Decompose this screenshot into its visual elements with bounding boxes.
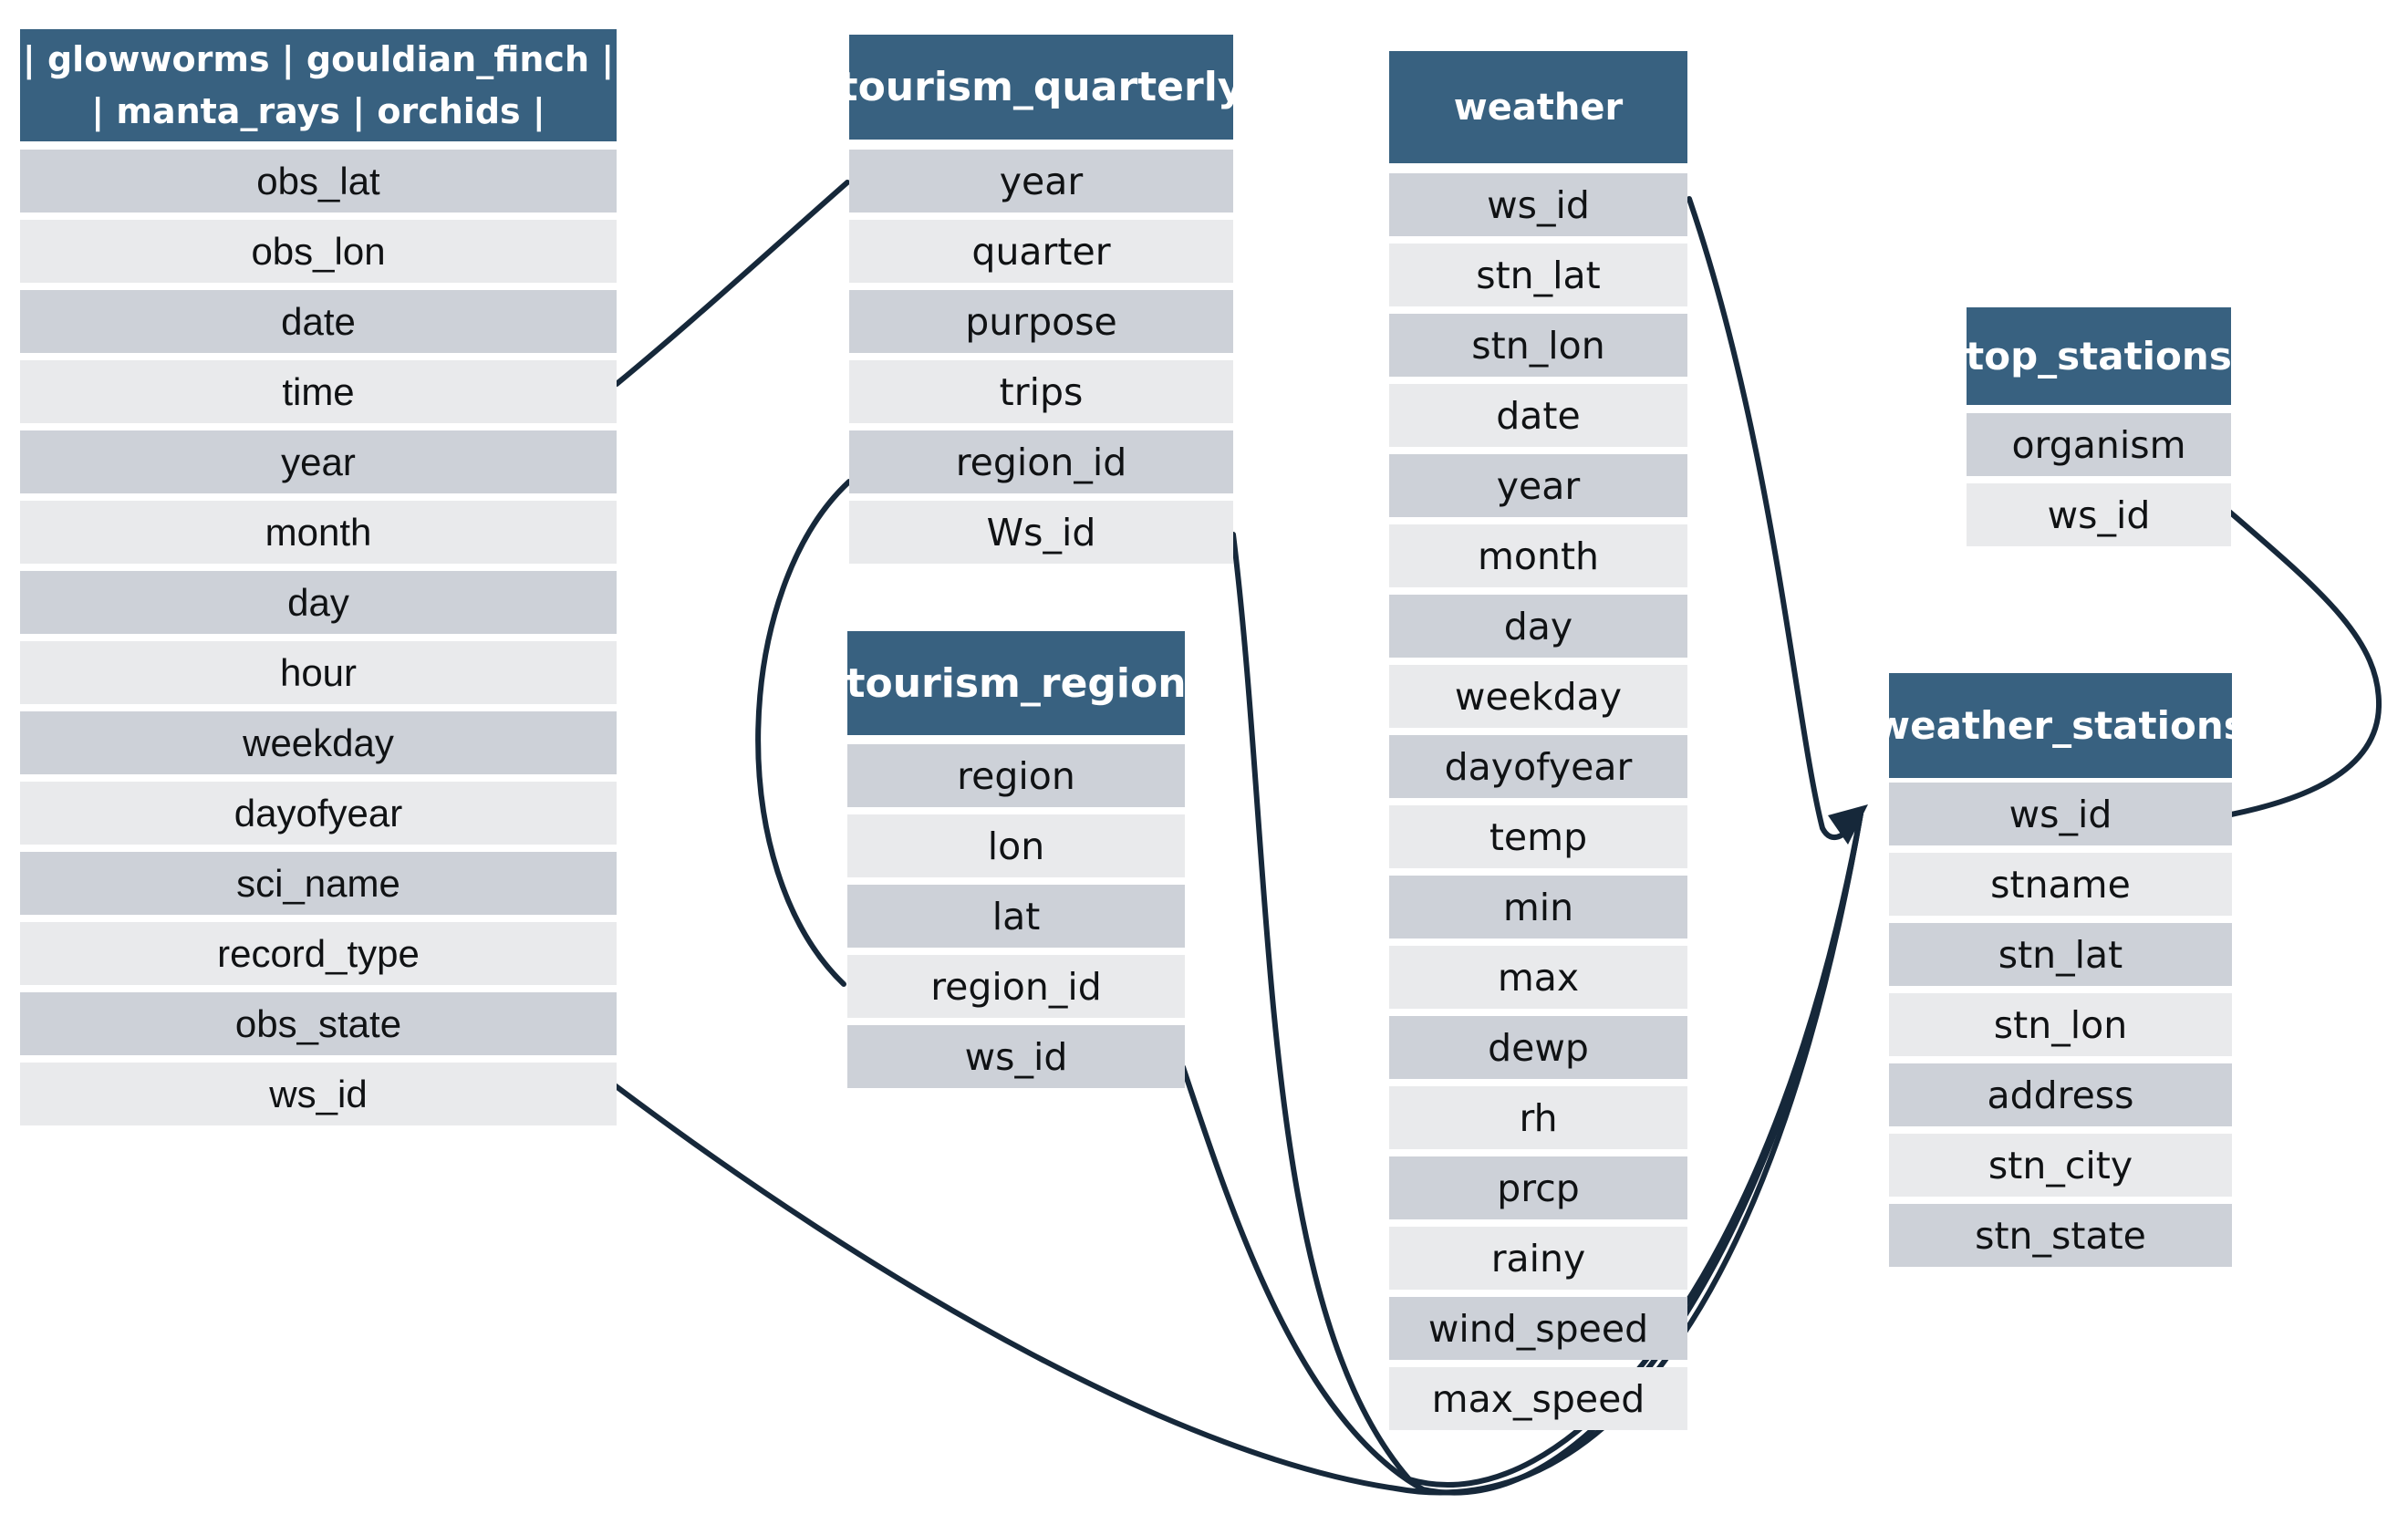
column-row-tourism_region-lat: lat: [847, 885, 1185, 948]
connector-observations-ws_id__weather_stations-ws_id: [612, 811, 1863, 1496]
column-row-tourism_quarterly-purpose: purpose: [849, 290, 1233, 353]
column-row-weather-max: max: [1389, 946, 1687, 1009]
column-row-observations-weekday: weekday: [20, 711, 617, 774]
column-row-tourism_region-ws_id: ws_id: [847, 1025, 1185, 1088]
table-header-tourism_quarterly: tourism_quarterly: [839, 35, 1243, 140]
column-row-tourism_quarterly-Ws_id: Ws_id: [849, 501, 1233, 564]
table-title-line: top_stations: [1966, 334, 2232, 378]
column-row-tourism_quarterly-year: year: [849, 150, 1233, 213]
column-row-observations-obs_lat: obs_lat: [20, 150, 617, 213]
column-row-tourism_quarterly-trips: trips: [849, 360, 1233, 423]
table-title-line: weather: [1453, 86, 1624, 129]
table-observations: | glowworms | gouldian_finch | | manta_ra…: [20, 29, 617, 1125]
column-row-observations-hour: hour: [20, 641, 617, 704]
column-row-observations-dayofyear: dayofyear: [20, 782, 617, 845]
column-row-weather-max_speed: max_speed: [1389, 1367, 1687, 1430]
table-title-line: | glowworms | gouldian_finch |: [22, 38, 615, 79]
column-row-weather-ws_id: ws_id: [1389, 173, 1687, 236]
column-row-weather_stations-stn_state: stn_state: [1889, 1204, 2232, 1267]
column-row-weather-wind_speed: wind_speed: [1389, 1297, 1687, 1360]
column-row-tourism_region-lon: lon: [847, 814, 1185, 877]
column-row-weather-month: month: [1389, 524, 1687, 587]
column-row-weather-dayofyear: dayofyear: [1389, 735, 1687, 798]
column-row-weather_stations-address: address: [1889, 1063, 2232, 1126]
table-header-weather: weather: [1389, 51, 1687, 163]
table-title-line: | manta_rays | orchids |: [91, 90, 545, 131]
column-row-observations-month: month: [20, 501, 617, 564]
column-row-tourism_region-region: region: [847, 744, 1185, 807]
column-row-observations-day: day: [20, 571, 617, 634]
column-row-observations-time: time: [20, 360, 617, 423]
table-header-weather_stations: weather_stations: [1874, 673, 2247, 778]
column-row-weather_stations-stn_city: stn_city: [1889, 1134, 2232, 1197]
arrowhead-weather_stations-ws_id: [1828, 804, 1868, 845]
column-row-weather-dewp: dewp: [1389, 1016, 1687, 1079]
column-row-tourism_quarterly-quarter: quarter: [849, 220, 1233, 283]
table-top_stations: top_stations organism ws_id: [1966, 307, 2232, 546]
column-row-weather-stn_lon: stn_lon: [1389, 314, 1687, 377]
column-row-weather_stations-ws_id: ws_id: [1889, 783, 2232, 845]
column-row-observations-date: date: [20, 290, 617, 353]
connector-tourism_quarterly-region_id__tourism_region-region_id: [755, 479, 852, 987]
column-row-tourism_region-region_id: region_id: [847, 955, 1185, 1018]
column-row-weather-rh: rh: [1389, 1086, 1687, 1149]
column-row-tourism_quarterly-region_id: region_id: [849, 430, 1233, 493]
connector-observations-time__tourism_quarterly-year: [614, 180, 850, 387]
column-row-observations-record_type: record_type: [20, 922, 617, 985]
column-row-weather-min: min: [1389, 876, 1687, 938]
column-row-observations-sci_name: sci_name: [20, 852, 617, 915]
column-row-weather-day: day: [1389, 595, 1687, 658]
table-header-tourism_region: tourism_region: [846, 631, 1187, 735]
column-row-weather_stations-stn_lon: stn_lon: [1889, 993, 2232, 1056]
column-row-top_stations-organism: organism: [1967, 413, 2231, 476]
column-row-weather-rainy: rainy: [1389, 1227, 1687, 1290]
table-title-line: tourism_region: [846, 659, 1187, 707]
column-row-observations-obs_state: obs_state: [20, 992, 617, 1055]
table-title-line: weather_stations: [1874, 703, 2247, 748]
column-row-observations-ws_id: ws_id: [20, 1063, 617, 1125]
column-row-weather_stations-stname: stname: [1889, 853, 2232, 916]
column-row-weather-temp: temp: [1389, 805, 1687, 868]
connector-weather-ws_id__weather_stations-ws_id: [1687, 196, 1863, 841]
column-row-weather-prcp: prcp: [1389, 1156, 1687, 1219]
column-row-weather_stations-stn_lat: stn_lat: [1889, 923, 2232, 986]
column-row-observations-year: year: [20, 430, 617, 493]
table-header-observations: | glowworms | gouldian_finch | | manta_ra…: [20, 29, 617, 141]
table-title-line: tourism_quarterly: [838, 64, 1244, 110]
column-row-weather-stn_lat: stn_lat: [1389, 244, 1687, 306]
column-row-weather-weekday: weekday: [1389, 665, 1687, 728]
column-row-observations-obs_lon: obs_lon: [20, 220, 617, 283]
connector-top_stations-ws_id__weather_stations-ws_id: [2226, 508, 2382, 817]
table-header-top_stations: top_stations: [1966, 307, 2232, 405]
column-row-weather-date: date: [1389, 384, 1687, 447]
column-row-weather-year: year: [1389, 454, 1687, 517]
column-row-top_stations-ws_id: ws_id: [1967, 483, 2231, 546]
